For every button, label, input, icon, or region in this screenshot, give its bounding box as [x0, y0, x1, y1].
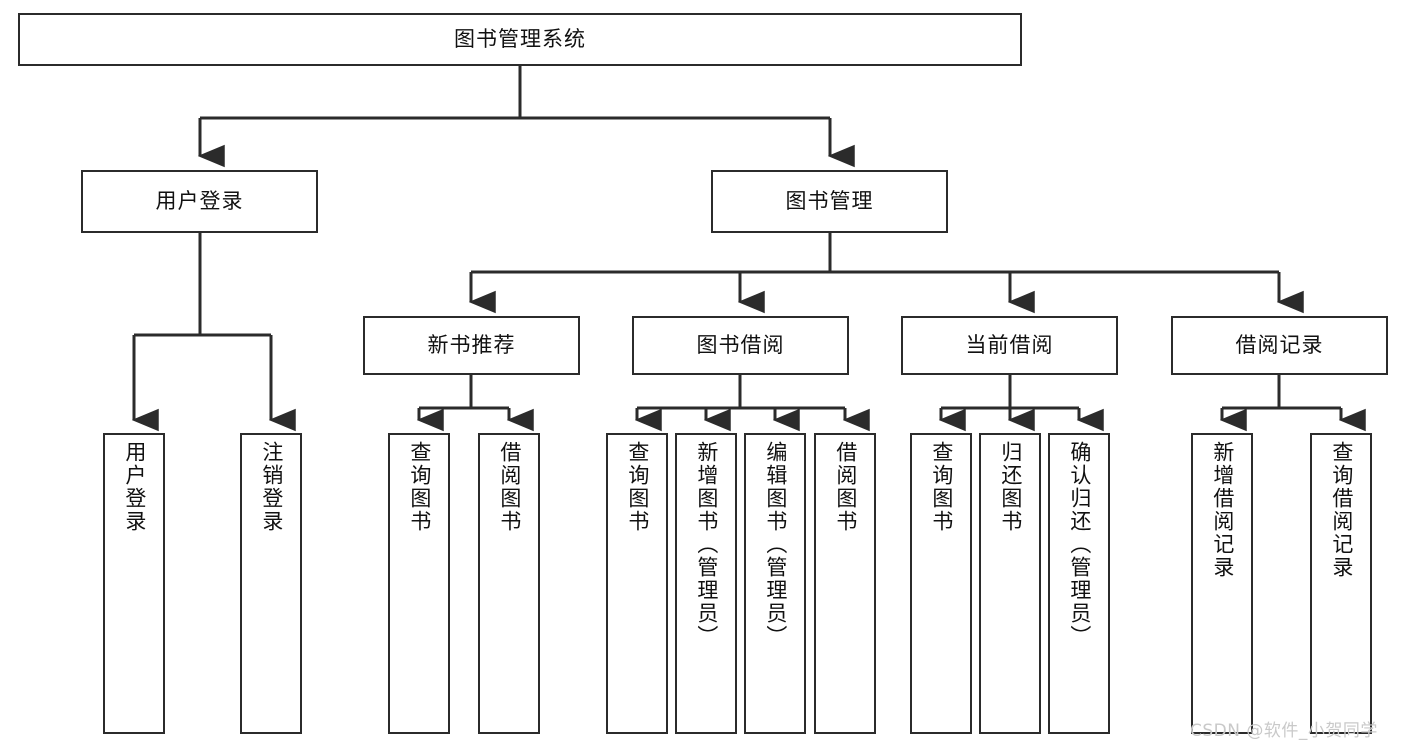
node-book-management[interactable]: 图书管理 — [711, 170, 948, 233]
node-label: 查询图书 — [625, 441, 650, 533]
node-new-book-recommend[interactable]: 新书推荐 — [363, 316, 580, 375]
node-borrow-records[interactable]: 借阅记录 — [1171, 316, 1388, 375]
node-label: 查询图书 — [407, 441, 432, 533]
node-label: 图书管理系统 — [454, 27, 586, 51]
node-label: 注销登录 — [259, 441, 284, 533]
node-label: 用户登录 — [122, 441, 147, 533]
node-label: 归还图书 — [998, 441, 1023, 533]
node-label: 查询借阅记录 — [1329, 441, 1354, 579]
node-label: 当前借阅 — [965, 333, 1054, 357]
leaf-logout[interactable]: 注销登录 — [240, 433, 302, 734]
leaf-query-book-borrow[interactable]: 查询图书 — [606, 433, 668, 734]
node-current-borrow[interactable]: 当前借阅 — [901, 316, 1118, 375]
node-label: 用户登录 — [155, 189, 244, 213]
node-label: 新增图书（管理员） — [694, 441, 719, 648]
node-book-borrow[interactable]: 图书借阅 — [632, 316, 849, 375]
csdn-watermark: CSDN @软件_小贺同学 — [1190, 721, 1378, 741]
node-root-system[interactable]: 图书管理系统 — [18, 13, 1022, 66]
node-label: 查询图书 — [929, 441, 954, 533]
leaf-edit-book-admin[interactable]: 编辑图书（管理员） — [744, 433, 806, 734]
node-label: 图书借阅 — [696, 333, 785, 357]
leaf-return-book[interactable]: 归还图书 — [979, 433, 1041, 734]
leaf-add-borrow-record[interactable]: 新增借阅记录 — [1191, 433, 1253, 734]
leaf-confirm-return-admin[interactable]: 确认归还（管理员） — [1048, 433, 1110, 734]
node-label: 新书推荐 — [427, 333, 516, 357]
leaf-borrow-book-newbook[interactable]: 借阅图书 — [478, 433, 540, 734]
leaf-add-book-admin[interactable]: 新增图书（管理员） — [675, 433, 737, 734]
node-label: 图书管理 — [785, 189, 874, 213]
node-label: 借阅图书 — [497, 441, 522, 533]
leaf-borrow-book[interactable]: 借阅图书 — [814, 433, 876, 734]
leaf-user-login[interactable]: 用户登录 — [103, 433, 165, 734]
node-user-login[interactable]: 用户登录 — [81, 170, 318, 233]
node-label: 借阅图书 — [833, 441, 858, 533]
leaf-query-borrow-record[interactable]: 查询借阅记录 — [1310, 433, 1372, 734]
node-label: 新增借阅记录 — [1210, 441, 1235, 579]
node-label: 确认归还（管理员） — [1067, 441, 1092, 648]
leaf-query-book-current[interactable]: 查询图书 — [910, 433, 972, 734]
node-label: 借阅记录 — [1235, 333, 1324, 357]
node-label: 编辑图书（管理员） — [763, 441, 788, 648]
leaf-query-book-newbook[interactable]: 查询图书 — [388, 433, 450, 734]
